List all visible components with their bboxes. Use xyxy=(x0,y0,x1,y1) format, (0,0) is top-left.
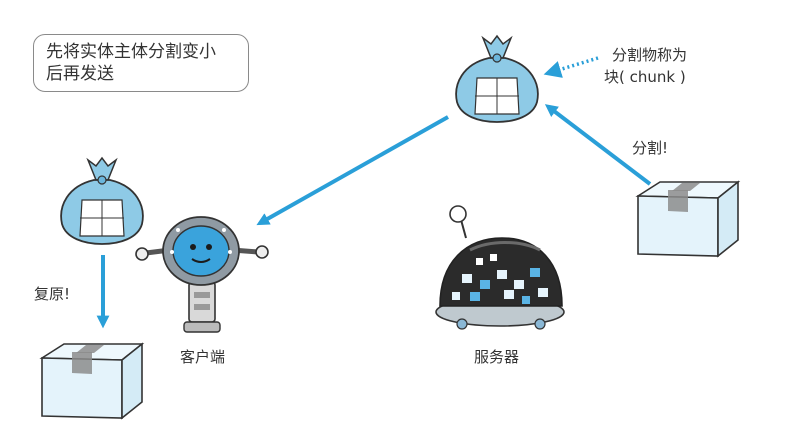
arrow-dotted-label xyxy=(543,56,599,78)
callout-line-1: 先将实体主体分割变小 xyxy=(46,42,216,62)
box-bottom-left xyxy=(39,342,145,420)
box-right xyxy=(635,180,741,258)
chunk-label-line-2: 块( chunk ) xyxy=(604,68,686,86)
split-label: 分割! xyxy=(632,139,669,157)
arrow-box-to-chunk xyxy=(544,104,652,186)
client-label: 客户端 xyxy=(180,348,226,366)
chunk-bundle-top xyxy=(455,34,539,123)
intro-callout: 先将实体主体分割变小 后再发送 xyxy=(33,34,249,92)
arrow-chunk-to-client xyxy=(256,115,449,226)
server-robot xyxy=(435,205,565,330)
client-robot xyxy=(135,216,269,333)
callout-line-2: 后再发送 xyxy=(46,64,114,84)
chunk-label-line-1: 分割物称为 xyxy=(612,46,688,64)
chunk-bundle-left xyxy=(60,156,144,245)
server-label: 服务器 xyxy=(474,348,520,366)
flow-arrows xyxy=(96,56,652,329)
restore-label: 复原! xyxy=(34,285,71,303)
